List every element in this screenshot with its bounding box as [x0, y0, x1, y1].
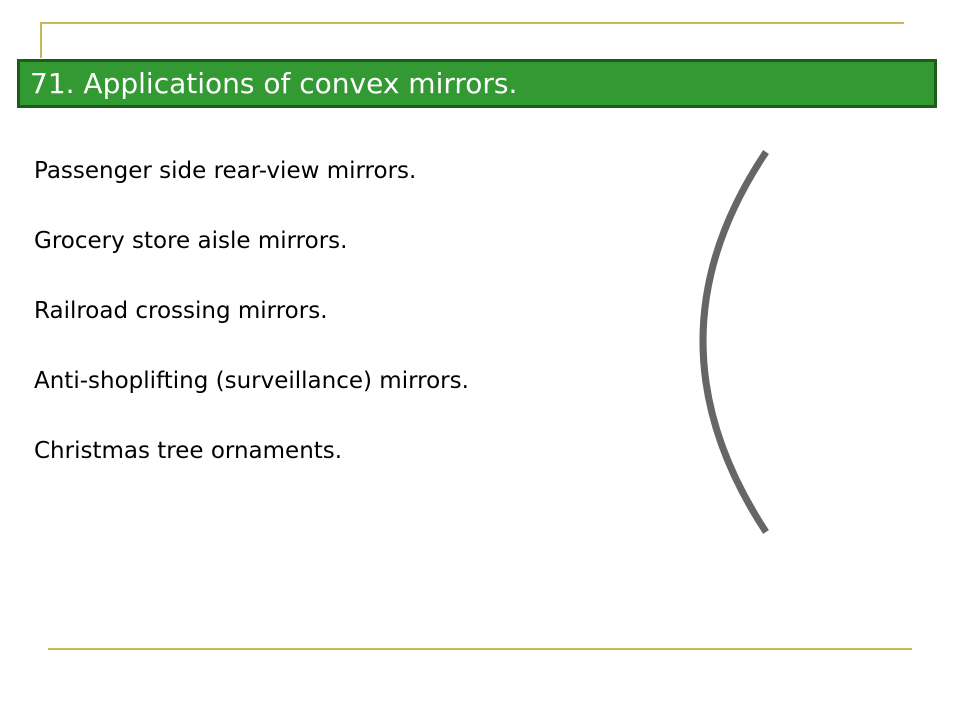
left-decorative-rule [40, 22, 42, 58]
list-item: Grocery store aisle mirrors. [34, 228, 348, 254]
list-item: Railroad crossing mirrors. [34, 298, 328, 324]
slide-title: 71. Applications of convex mirrors. [17, 59, 937, 108]
application-list: Passenger side rear-view mirrors. Grocer… [34, 148, 469, 498]
convex-mirror-arc-icon [699, 150, 769, 534]
top-decorative-rule [40, 22, 904, 24]
list-item: Anti-shoplifting (surveillance) mirrors. [34, 368, 469, 394]
bottom-decorative-rule [48, 648, 912, 650]
list-item: Passenger side rear-view mirrors. [34, 158, 417, 184]
list-item: Christmas tree ornaments. [34, 438, 343, 464]
